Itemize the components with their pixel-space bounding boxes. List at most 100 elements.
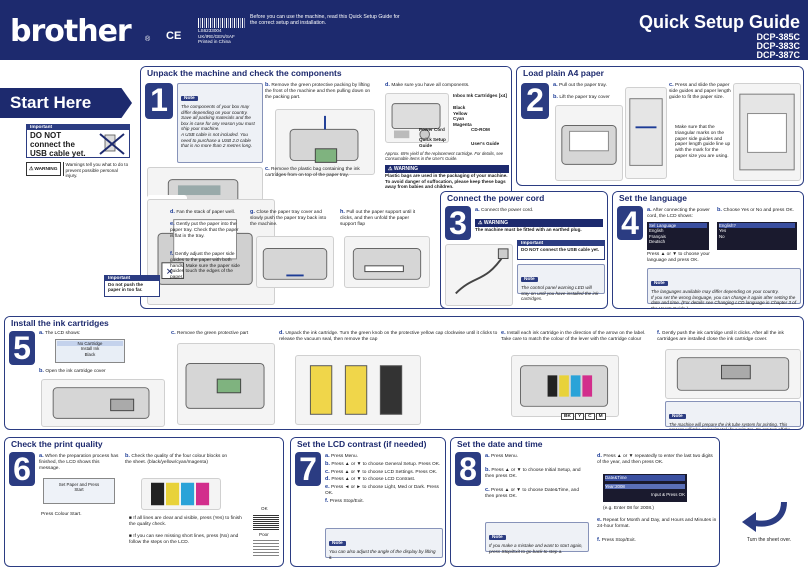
s1d-label: Make sure you have all components. (391, 83, 470, 88)
s1b-text: b. Remove the green protective packing b… (265, 82, 371, 100)
s7-step-b: b. Press ▲ or ▼ to choose General Setup.… (325, 460, 443, 468)
doc-lang: UK/IRE/GEN/SAF (198, 33, 235, 39)
turn-over-text: Turn the sheet over. (746, 537, 792, 543)
comp-note: Approx. 65% yield of the replacement car… (385, 151, 504, 161)
comp-ink: Inbox Ink Cartridges [x4] (453, 93, 507, 98)
s5f-text: f. Gently push the ink cartridge until i… (657, 330, 784, 342)
comp-ink-cyan: Cyan (453, 116, 465, 122)
model-3: DCP-387C (756, 50, 800, 60)
start-here-block: Start Here Important DO NOT connect the … (0, 88, 132, 190)
s7f-key: f. (325, 497, 329, 504)
panel-load-paper-title: Load plain A4 paper (517, 67, 803, 78)
barcode (198, 18, 246, 28)
s7-steps: a. Press Menu. b. Press ▲ or ▼ to choose… (325, 453, 443, 505)
lcd-language-row-1: English (649, 228, 664, 234)
lcd-confirm-row-2: No (719, 233, 725, 239)
s7-step-a: a. Press Menu. (325, 453, 443, 460)
color-label-m: M (595, 413, 606, 420)
s7-note-text: You can also adjust the angle of the dis… (329, 549, 436, 560)
model-list: DCP-385C DCP-383C DCP-387C (756, 33, 800, 60)
lcd-confirm: English? Yes No (717, 222, 797, 250)
step-num-6: 6 (9, 452, 35, 486)
s1d-text: d. Make sure you have all components. (385, 82, 470, 88)
s7c-label: Press ▲ or ▼ to choose LCD Settings. Pre… (331, 469, 438, 475)
start-important-label: Important (27, 125, 129, 130)
s2c-image2 (733, 83, 801, 181)
step-num-4: 4 (617, 206, 643, 240)
s7d-key: d. (325, 476, 330, 483)
panel-power-title: Connect the power cord (441, 192, 607, 203)
panel-language-title: Set the language (613, 192, 803, 203)
panel-load-paper: Load plain A4 paper 2 a. Pull out the pa… (516, 66, 804, 186)
s4a2-text: Press ▲ or ▼ to choose your language and… (647, 252, 710, 263)
start-warning: ⚠WARNING Warnings tell you what to do to… (26, 162, 131, 178)
s1d-image (385, 93, 449, 143)
warning-badge: ⚠WARNING (26, 162, 61, 176)
warning-triangle-icon: ⚠ (29, 166, 34, 172)
s7b-key: b. (325, 460, 330, 467)
s2c-text: c. Press and slide the paper side guides… (669, 82, 731, 100)
s8f-text: f. Press Stop/Exit. (597, 537, 636, 543)
s2h-image (344, 236, 430, 288)
warning-desc: Warnings tell you what to do to prevent … (62, 162, 131, 178)
lcd-set-paper: Set Paper and Press Start (43, 478, 115, 504)
s5-note: Note The machine will prepare the ink tu… (665, 401, 801, 429)
panel-ink-title: Install the ink cartridges (5, 317, 803, 328)
comp-ink-yellow: Yellow (453, 110, 468, 116)
warning-badge-label: WARNING (34, 166, 58, 172)
s5e-text: e. Install each ink cartridge in the dir… (501, 330, 646, 342)
s5c-text: c. Remove the green protective part (171, 330, 249, 336)
s6b-sheet (141, 478, 221, 510)
s1-note-item-1: The components of your box may differ de… (181, 104, 250, 115)
lcd-date-row: Year:2008 (605, 483, 685, 490)
s1-note-item-2: Save all packing materials and the box i… (181, 115, 255, 132)
header-bar (0, 0, 808, 60)
lcd-nc-row-2: Install Ink (80, 346, 100, 352)
s2d-text: d. Fan the stack of paper well. (170, 209, 235, 215)
s7b-label: Press ▲ or ▼ to choose General Setup. Pr… (331, 461, 441, 467)
s5f-image (665, 349, 801, 399)
s1b-label: Remove the green protective packing by l… (265, 83, 371, 100)
color-labels: BK Y C M (561, 413, 606, 420)
lcd-language-row-3: Deutsch (649, 239, 666, 245)
s6b-text: b. Check the quality of the four colour … (125, 453, 228, 465)
s8e-text: e. Repeat for Month and Day, and Hours a… (597, 517, 717, 529)
lcd-language-row-2: Français (649, 233, 666, 239)
s5e-label: Install each ink cartridge in the direct… (501, 331, 646, 342)
lcd-confirm-title: English? (719, 223, 795, 229)
s6a-label: When the preparation process has finishe… (39, 454, 119, 471)
lcd-nc-row-3: Black (84, 351, 96, 357)
lcd-language-title: Sel Language (649, 223, 707, 229)
step-num-3: 3 (445, 206, 471, 240)
s2c-label: Press and slide the paper side guides an… (669, 83, 731, 100)
s5-note-label: Note (669, 414, 686, 419)
s5d-image (295, 355, 421, 425)
start-important: Important DO NOT connect the USB cable y… (26, 124, 130, 158)
s6b3-text: ■ If you can see missing short lines, pr… (129, 534, 247, 546)
panel-pq-title: Check the print quality (5, 438, 283, 449)
comp-ink-magenta: Magenta (453, 121, 472, 127)
s8a-text: a. Press Menu. (485, 453, 518, 459)
panel-language: Set the language 4 a. After connecting t… (612, 191, 804, 309)
step-num-7: 7 (295, 452, 321, 486)
svg-text:✕: ✕ (166, 267, 173, 277)
color-label-bk: BK (561, 413, 574, 420)
s5a-text: a. The LCD shows: (39, 330, 81, 336)
panel-ink: Install the ink cartridges 5 a. The LCD … (4, 316, 804, 430)
lcd-confirm-row-1: Yes (719, 228, 727, 234)
s2ab-image (555, 105, 623, 181)
panel-print-quality: Check the print quality 6 a. When the pr… (4, 437, 284, 567)
s8c-text: c. Press ▲ or ▼ to choose Date&Time, and… (485, 487, 579, 499)
s8d-label: Press ▲ or ▼ repeatedly to enter the las… (597, 454, 713, 465)
s3-important-text: DO NOT connect the USB cable yet. (521, 247, 600, 252)
comp-ug: User's Guide (471, 141, 500, 146)
lcd-date-hint: Input & Press OK (651, 492, 685, 498)
s2c2-text: Make sure that the triangular marks on t… (675, 125, 731, 159)
s8-note: Note If you make a mistake and want to s… (485, 522, 589, 554)
s2e-label: Gently put the paper into the paper tray… (170, 222, 239, 239)
s2e-text: e. Gently put the paper into the paper t… (170, 221, 239, 239)
s3a-label: Connect the power cord. (481, 208, 534, 213)
s8-eg-text: (e.g. Enter 08 for 2008.) (603, 506, 654, 511)
s2h-text: h. Pull out the paper support until it c… (340, 209, 416, 227)
s4b-label: Choose Yes or No and press OK. (723, 208, 794, 213)
